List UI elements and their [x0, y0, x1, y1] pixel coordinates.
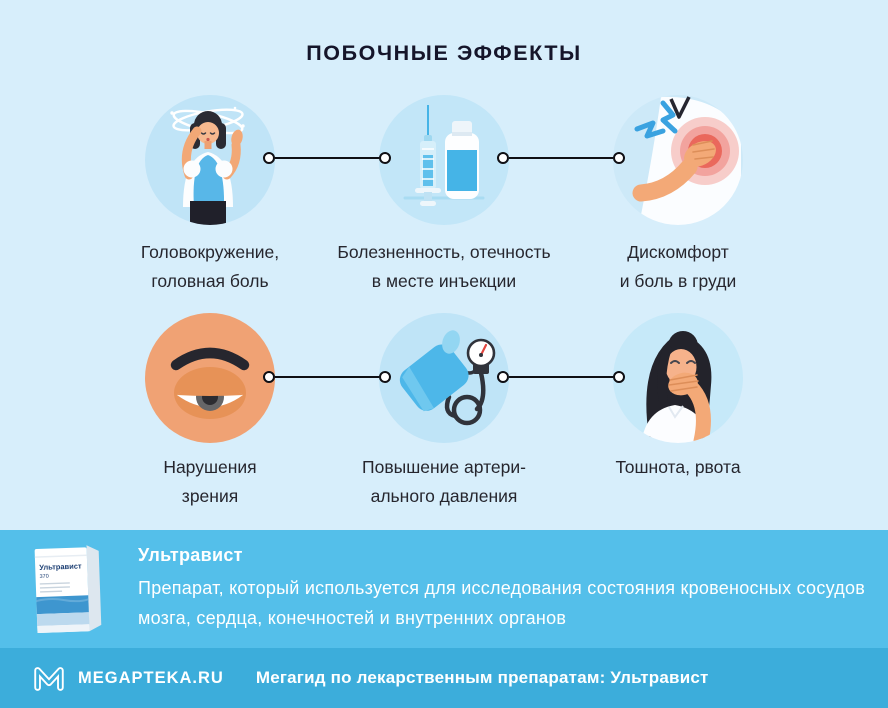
- footer-caption: Мегагид по лекарственным препаратам: Уль…: [255, 668, 709, 687]
- effect-circle-vision: [145, 313, 275, 443]
- connector: [263, 151, 391, 165]
- effect-label-nausea: Тошнота, рвота: [615, 457, 741, 477]
- connector: [497, 151, 625, 165]
- injection-site-icon: [379, 95, 509, 225]
- nausea-icon: [613, 313, 743, 443]
- connector-ring: [497, 152, 509, 164]
- svg-text:Ультравист: Ультравист: [39, 561, 82, 571]
- connector: [497, 370, 625, 384]
- connector-line: [509, 156, 613, 160]
- connector-ring: [379, 371, 391, 383]
- connector-line: [509, 375, 613, 379]
- side-effects-section: ПОБОЧНЫЕ ЭФФЕКТЫ: [0, 0, 888, 530]
- connector: [263, 370, 391, 384]
- drug-info-banner: Ультравист 370 Ультравист Препарат, кото…: [0, 530, 888, 648]
- connector-ring: [379, 152, 391, 164]
- effect-label-chest-pain: Дискомфорт и боль в груди: [619, 242, 737, 291]
- svg-text:370: 370: [39, 574, 48, 580]
- drug-name: Ультравист: [138, 545, 243, 565]
- connector-ring: [497, 371, 509, 383]
- drug-info-text: Ультравист Препарат, который используетс…: [138, 545, 865, 633]
- effect-circle-nausea: [613, 313, 743, 443]
- effect-circle-injection: [379, 95, 509, 225]
- connector-ring: [613, 371, 625, 383]
- effect-label-vision: Нарушения зрения: [163, 457, 257, 506]
- brand-name: MEGAPTEKA.RU: [78, 668, 224, 687]
- megapteka-logo-icon: [30, 661, 68, 695]
- footer-bar: MEGAPTEKA.RU Мегагид по лекарственным пр…: [0, 648, 888, 708]
- drug-package-image: Ультравист 370: [28, 541, 105, 638]
- effect-label-blood-pressure: Повышение артери- ального давления: [362, 457, 526, 506]
- effect-circle-dizziness: [145, 95, 275, 225]
- blood-pressure-icon: [379, 313, 509, 443]
- effect-label-injection: Болезненность, отечность в месте инъекци…: [337, 242, 551, 291]
- connector-line: [275, 156, 379, 160]
- chest-pain-icon: [613, 95, 743, 225]
- connector-ring: [613, 152, 625, 164]
- page-title: ПОБОЧНЫЕ ЭФФЕКТЫ: [306, 41, 582, 65]
- effect-label-dizziness: Головокружение, головная боль: [140, 242, 280, 291]
- connector-ring: [263, 371, 275, 383]
- effect-circle-blood-pressure: [379, 313, 509, 443]
- effect-circle-chest-pain: [613, 95, 743, 225]
- connector-line: [275, 375, 379, 379]
- vision-icon: [145, 313, 275, 443]
- drug-description: Препарат, который используется для иссле…: [138, 578, 866, 628]
- dizziness-icon: [145, 95, 275, 225]
- drug-package-icon: Ультравист 370: [34, 545, 102, 634]
- connector-ring: [263, 152, 275, 164]
